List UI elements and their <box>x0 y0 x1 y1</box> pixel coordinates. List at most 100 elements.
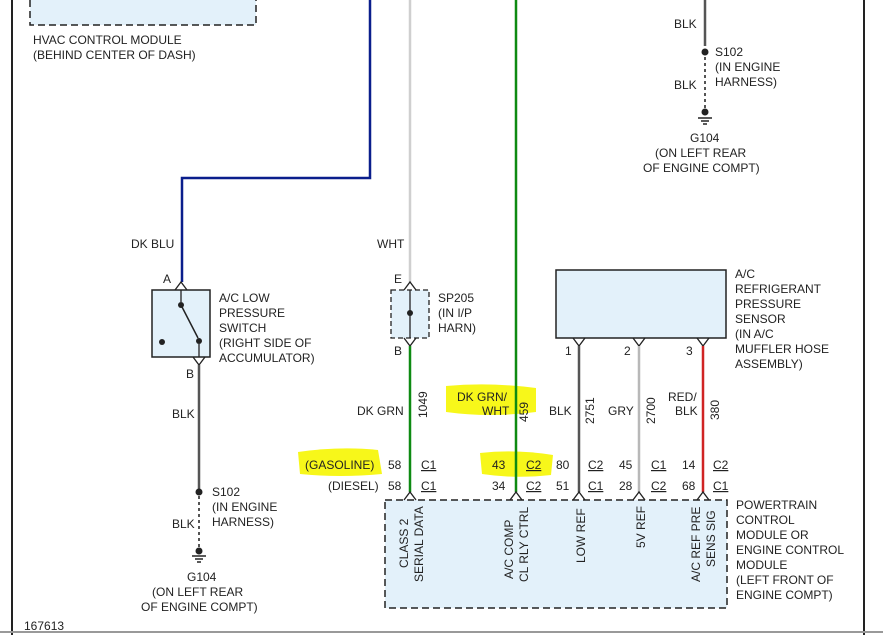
pcm-signal-ac-comp-2: CL RLY CTRL <box>517 507 531 582</box>
gasoline-pin-1: 58 <box>388 458 402 472</box>
switch-pin-b-arrow <box>192 356 206 367</box>
sensor-label-7: ASSEMBLY) <box>735 357 803 371</box>
diesel-pin-1: 58 <box>388 479 402 493</box>
gasoline-conn-4: C1 <box>651 458 667 472</box>
pcm-signal-low-ref: LOW REF <box>574 508 588 563</box>
sensor-label-6: MUFFLER HOSE <box>735 342 829 356</box>
sensor-label-1: A/C <box>735 267 755 281</box>
sensor-label-5: (IN A/C <box>735 327 774 341</box>
wht-wire-label: WHT <box>377 237 405 251</box>
right-g104-location-2: OF ENGINE COMPT) <box>643 161 760 175</box>
right-blk-wire-label-upper: BLK <box>674 17 697 31</box>
left-s102-location-2: HARNESS) <box>212 515 274 529</box>
sp205-name: SP205 <box>438 291 474 305</box>
diesel-conn-4: C2 <box>651 479 667 493</box>
dk-blu-wire <box>180 0 372 282</box>
pcm-pin-1-arrow <box>403 490 417 501</box>
pcm-pin-5-arrow <box>696 490 710 501</box>
right-g104-name: G104 <box>690 131 720 145</box>
right-s102-name: S102 <box>715 45 743 59</box>
diesel-pin-5: 68 <box>682 479 696 493</box>
right-s102-location-1: (IN ENGINE <box>715 60 780 74</box>
gasoline-conn-1: C1 <box>421 458 437 472</box>
left-blk-wire-label-lower: BLK <box>172 517 195 531</box>
diesel-pin-4: 28 <box>619 479 633 493</box>
gasoline-pin-2: 43 <box>492 458 506 472</box>
switch-pin-a: A <box>163 272 171 286</box>
sensor-pin-3-arrow <box>696 337 710 348</box>
pcm-label-5: MODULE <box>736 558 787 572</box>
sensor-pin-3: 3 <box>686 344 693 358</box>
switch-label-1: A/C LOW <box>219 291 270 305</box>
gasoline-pin-4: 45 <box>619 458 633 472</box>
pcm-pin-2-arrow <box>509 490 523 501</box>
pcm-signal-class2-1: CLASS 2 <box>397 518 411 568</box>
circuit-2751: 2751 <box>583 397 597 424</box>
sensor-pin-2-arrow <box>632 337 646 348</box>
diesel-conn-1: C1 <box>421 479 437 493</box>
sensor-pin-2: 2 <box>624 344 631 358</box>
ac-refrigerant-pressure-sensor-box <box>555 269 727 339</box>
switch-pin-b: B <box>186 367 194 381</box>
pcm-pin-4-arrow <box>632 490 646 501</box>
right-s102-location-2: HARNESS) <box>715 75 777 89</box>
pcm-ecm-box <box>384 499 728 609</box>
pcm-label-2: CONTROL <box>736 513 795 527</box>
dk-blu-wire-label: DK BLU <box>131 237 174 251</box>
sp205-location-2: HARN) <box>438 321 476 335</box>
left-g104-name: G104 <box>187 570 217 584</box>
pcm-label-4: ENGINE CONTROL <box>736 543 844 557</box>
switch-label-3: SWITCH <box>219 321 266 335</box>
highlight-dk-grn-wht <box>446 384 536 415</box>
sp205-lower-arrow <box>403 337 417 348</box>
hvac-module-name: HVAC CONTROL MODULE <box>33 33 182 47</box>
hvac-module-location: (BEHIND CENTER OF DASH) <box>33 48 196 62</box>
red-blk-wire-label-2: BLK <box>675 404 698 418</box>
hvac-module-box <box>29 0 257 26</box>
sensor-pin-1: 1 <box>565 344 572 358</box>
circuit-459: 459 <box>517 402 531 422</box>
sp205-location-1: (IN I/P <box>438 306 472 320</box>
pcm-signal-ac-ref-2: SENS SIG <box>704 510 718 567</box>
pcm-label-6: (LEFT FRONT OF <box>736 573 834 587</box>
pcm-signal-5v-ref: 5V REF <box>634 506 648 548</box>
sensor-label-4: SENSOR <box>735 312 786 326</box>
pcm-signal-class2-2: SERIAL DATA <box>412 506 426 582</box>
highlight-gasoline <box>298 448 382 476</box>
switch-body-dot <box>159 339 165 345</box>
left-g104-location-1: (ON LEFT REAR <box>152 585 243 599</box>
gasoline-pin-5: 14 <box>682 458 696 472</box>
switch-contact-point <box>196 338 202 344</box>
circuit-2700: 2700 <box>644 397 658 424</box>
gasoline-label: (GASOLINE) <box>305 458 374 472</box>
circuit-1049: 1049 <box>416 391 430 418</box>
sp205-pin-e: E <box>394 272 402 286</box>
left-g104-location-2: OF ENGINE COMPT) <box>141 600 258 614</box>
diesel-conn-3: C1 <box>588 479 604 493</box>
diagram-id: 167613 <box>24 619 64 633</box>
left-s102-location-1: (IN ENGINE <box>212 500 277 514</box>
pcm-label-1: POWERTRAIN <box>736 498 817 512</box>
diesel-conn-5: C1 <box>713 479 729 493</box>
diesel-pin-3: 51 <box>556 479 570 493</box>
switch-label-2: PRESSURE <box>219 306 285 320</box>
diesel-conn-2: C2 <box>526 479 542 493</box>
sensor-label-3: PRESSURE <box>735 297 801 311</box>
pcm-signal-ac-ref-1: A/C REF PRE <box>689 507 703 582</box>
right-s102-splice <box>701 48 709 56</box>
switch-label-4: (RIGHT SIDE OF <box>219 336 311 350</box>
right-ground-node <box>701 108 709 116</box>
pcm-label-3: MODULE OR <box>736 528 809 542</box>
red-blk-wire-label-1: RED/ <box>668 390 697 404</box>
switch-label-5: ACCUMULATOR) <box>219 351 315 365</box>
gasoline-conn-3: C2 <box>588 458 604 472</box>
left-s102-name: S102 <box>212 485 240 499</box>
sensor-pin-1-arrow <box>572 337 586 348</box>
switch-blade <box>180 304 199 339</box>
sp205-pin-b: B <box>394 344 402 358</box>
dk-grn-wht-wire-label-2: WHT <box>482 404 510 418</box>
gry-wire-label: GRY <box>608 404 634 418</box>
gasoline-conn-5: C2 <box>713 458 729 472</box>
left-ground-node <box>195 547 203 555</box>
blk-wire-2751-label: BLK <box>549 404 572 418</box>
